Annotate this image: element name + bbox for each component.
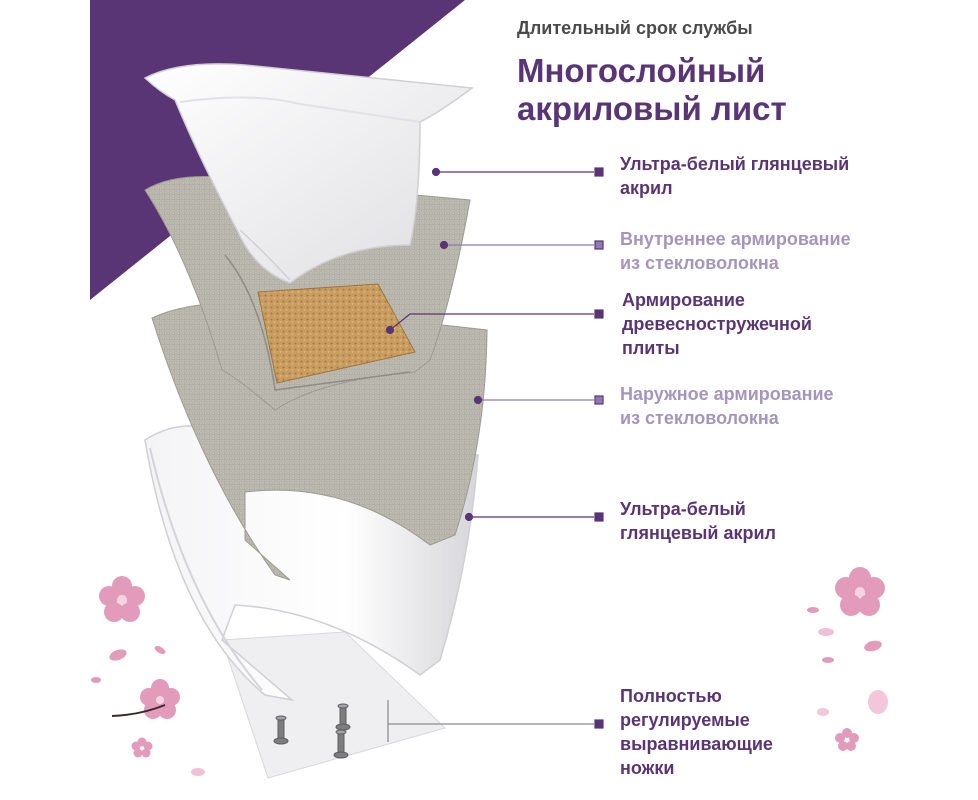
label-ultra-white-acrylic-top: Ультра-белый глянцевый акрил <box>620 152 849 200</box>
label-line: глянцевый акрил <box>620 523 776 543</box>
cherry-blossom-decoration <box>91 567 888 776</box>
leveling-feet-icon <box>273 703 351 759</box>
label-line: ножки <box>620 758 675 778</box>
label-line: из стекловолокна <box>620 408 779 428</box>
label-line: акрил <box>620 178 673 198</box>
label-line: выравнивающие <box>620 734 773 754</box>
page-title: Многослойный акриловый лист <box>517 52 817 128</box>
label-chipboard-reinforcement: Армирование древесностружечной плиты <box>622 288 812 360</box>
label-line: плиты <box>622 338 680 358</box>
label-line: Ультра-белый <box>620 499 746 519</box>
inner-acrylic-tub <box>143 63 474 284</box>
label-line: Армирование <box>622 290 745 310</box>
label-line: Полностью <box>620 686 722 706</box>
label-line: Ультра-белый глянцевый <box>620 154 850 174</box>
leader-lines <box>385 167 604 742</box>
label-outer-fiberglass: Наружное армирование из стекловолокна <box>620 382 834 430</box>
label-line: Внутреннее армирование <box>620 229 851 249</box>
label-inner-fiberglass: Внутреннее армирование из стекловолокна <box>620 227 851 275</box>
label-line: Наружное армирование <box>620 384 834 404</box>
label-ultra-white-acrylic-bottom: Ультра-белый глянцевый акрил <box>620 497 776 545</box>
label-line: регулируемые <box>620 710 750 730</box>
title-line-2: акриловый лист <box>517 90 787 127</box>
subtitle: Длительный срок службы <box>517 18 753 38</box>
label-line: из стекловолокна <box>620 253 779 273</box>
chipboard-panel <box>257 283 416 384</box>
title-line-1: Многослойный <box>517 52 766 89</box>
label-line: древесностружечной <box>622 314 812 334</box>
label-leveling-feet: Полностью регулируемые выравнивающие нож… <box>620 684 773 780</box>
